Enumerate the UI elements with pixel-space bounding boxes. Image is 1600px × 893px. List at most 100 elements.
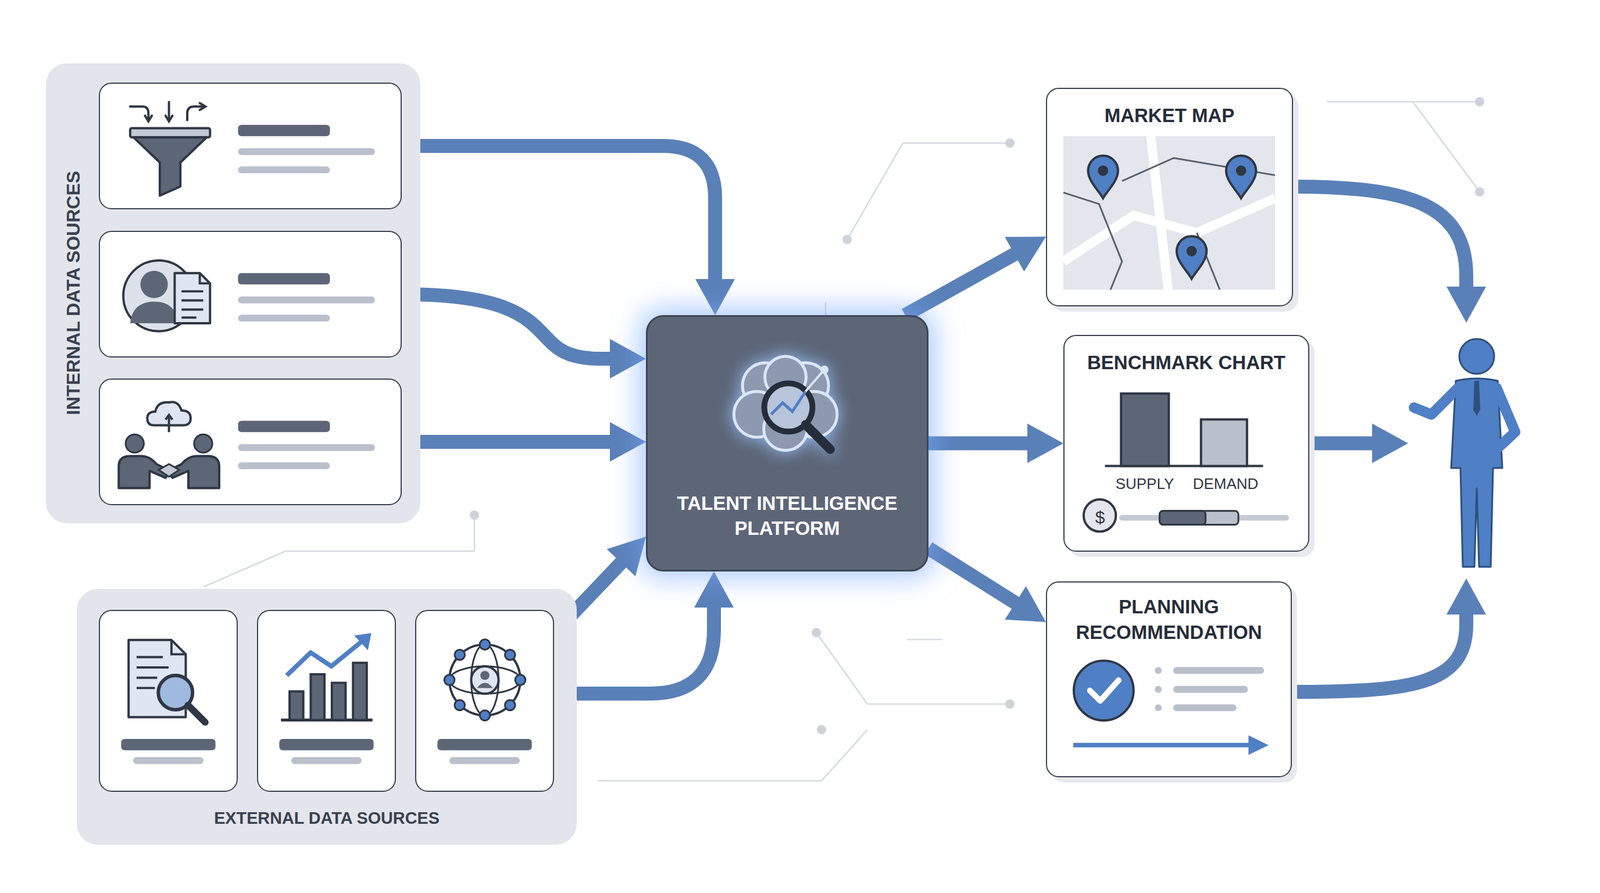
bar-label: SUPPLY: [1115, 475, 1175, 494]
svg-shape: [479, 639, 491, 650]
svg-shape: [181, 316, 197, 319]
card-title: PLANNING RECOMMENDATION: [1056, 594, 1282, 646]
arrow-shaft: [576, 597, 714, 694]
svg-shape: [1063, 192, 1123, 290]
svg-shape: [469, 97, 1485, 735]
svg-shape: [130, 101, 206, 121]
group-band: EXTERNAL DATA SOURCES: [76, 588, 577, 845]
arrow-head: [1004, 586, 1046, 623]
svg-shape: [1063, 198, 1275, 262]
svg-shape: [1154, 666, 1264, 712]
bar-label: DEMAND: [1193, 475, 1259, 494]
svg-shape: [237, 166, 330, 174]
svg-shape: [1097, 165, 1109, 177]
svg-shape: [120, 738, 216, 751]
arrow-head: [609, 338, 646, 379]
svg-shape: [1005, 138, 1015, 148]
svg-shape: [469, 510, 480, 520]
svg-shape: [1173, 704, 1237, 712]
svg-shape: [1475, 187, 1485, 197]
svg-shape: [805, 424, 831, 449]
svg-shape: [1173, 686, 1248, 694]
svg-shape: [1326, 101, 1480, 103]
docsearch-icon: [100, 611, 237, 791]
group-title: EXTERNAL DATA SOURCES: [76, 808, 577, 828]
svg-shape: [816, 632, 1010, 705]
svg-shape: [200, 273, 211, 284]
svg-shape: [1451, 338, 1503, 567]
svg-shape: [1176, 236, 1207, 279]
svg-shape: [1083, 499, 1116, 532]
card-title: BENCHMARK CHART: [1073, 350, 1299, 376]
arrow-shaft: [401, 294, 621, 359]
svg-shape: [449, 644, 521, 716]
svg-shape: [504, 700, 516, 711]
svg-shape: [140, 270, 169, 299]
svg-shape: [1413, 387, 1516, 448]
arrow-head: [1446, 578, 1487, 615]
svg-shape: [1459, 338, 1495, 374]
svg-shape: [144, 115, 152, 122]
platform-box: TALENT INTELLIGENCE PLATFORM: [645, 315, 929, 572]
svg-shape: [181, 308, 203, 312]
svg-shape: [1201, 419, 1248, 466]
svg-shape: [1226, 155, 1256, 199]
svg-shape: [1186, 245, 1198, 257]
svg-shape: [449, 756, 520, 764]
svg-shape: [171, 640, 187, 655]
svg-shape: [444, 639, 526, 721]
person-figure: [1408, 322, 1531, 579]
svg-shape: [597, 729, 868, 781]
svg-shape: [842, 234, 852, 245]
svg-shape: [130, 128, 210, 138]
svg-shape: [770, 391, 806, 414]
svg-shape: [168, 101, 171, 120]
svg-shape: [331, 683, 346, 721]
flow-arrow: [1293, 186, 1487, 323]
svg-shape: [733, 356, 838, 451]
currency-symbol: $: [1095, 507, 1106, 528]
arrow-shaft: [1291, 604, 1467, 692]
svg-shape: [200, 102, 206, 110]
profile-icon: [100, 231, 401, 357]
svg-shape: [504, 649, 516, 660]
source-card: [256, 609, 396, 792]
svg-shape: [187, 705, 205, 723]
source-card: [98, 230, 402, 358]
svg-shape: [237, 462, 330, 470]
svg-shape: [1120, 393, 1169, 467]
svg-shape: [1159, 511, 1206, 525]
svg-shape: [133, 137, 207, 196]
svg-shape: [136, 666, 169, 669]
svg-shape: [1088, 155, 1119, 199]
svg-shape: [289, 691, 304, 720]
svg-shape: [906, 638, 942, 641]
svg-shape: [470, 666, 499, 694]
arrow-shaft: [905, 248, 1024, 316]
svg-shape: [1063, 136, 1275, 290]
flow-arrow: [928, 423, 1064, 464]
svg-shape: [515, 675, 526, 686]
svg-shape: [237, 420, 330, 433]
svg-shape: [1159, 511, 1239, 525]
arrow-head: [606, 536, 646, 577]
svg-shape: [811, 627, 821, 638]
svg-shape: [1496, 387, 1516, 448]
group-title: INTERNAL DATA SOURCES: [62, 170, 85, 416]
output-card: MARKET MAP: [1045, 87, 1294, 307]
svg-shape: [279, 738, 374, 751]
person-icon: [1408, 322, 1531, 579]
arrow-head: [694, 571, 734, 608]
svg-shape: [136, 676, 157, 680]
svg-shape: [479, 710, 491, 721]
arrow-head: [1027, 423, 1064, 464]
flow-arrow: [1291, 578, 1487, 692]
svg-shape: [286, 641, 363, 676]
svg-shape: [805, 371, 824, 392]
svg-shape: [1412, 101, 1480, 192]
svg-shape: [1063, 136, 1275, 290]
arrow-shaft: [1293, 186, 1467, 298]
svg-shape: [449, 666, 521, 694]
svg-shape: [1154, 686, 1162, 694]
